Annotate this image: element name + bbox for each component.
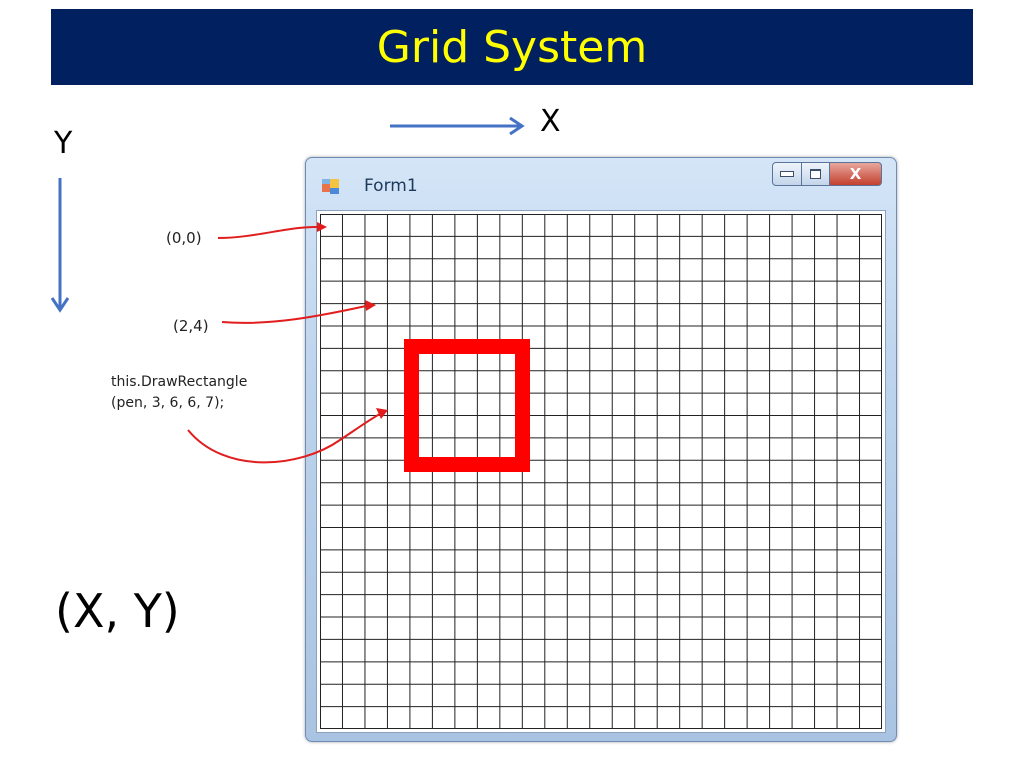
minimize-icon: [780, 171, 794, 177]
code-line-1: this.DrawRectangle: [111, 374, 248, 390]
form-client-area: [316, 210, 886, 733]
coordinate-notation-label: (X, Y): [55, 584, 180, 638]
y-axis-label: Y: [54, 126, 73, 161]
origin-callout-arrow: [217, 222, 327, 239]
point-callout-label: (2,4): [173, 317, 209, 335]
slide-title: Grid System: [51, 9, 973, 85]
close-button[interactable]: X: [830, 162, 882, 186]
close-icon: X: [849, 165, 862, 183]
minimize-button[interactable]: [772, 162, 802, 186]
window-controls: X: [772, 162, 882, 186]
form-window: Form1 X: [305, 157, 897, 742]
form-app-icon: [322, 179, 339, 194]
code-line-2: (pen, 3, 6, 6, 7);: [111, 395, 225, 411]
point-callout-arrow: [221, 300, 376, 324]
rectangle-callout-arrow: [187, 408, 388, 464]
x-axis-arrow: [390, 116, 525, 136]
form-title: Form1: [364, 176, 418, 196]
drawn-rectangle: [404, 339, 530, 472]
draw-rectangle-code-label: this.DrawRectangle (pen, 3, 6, 6, 7);: [111, 372, 247, 414]
maximize-icon: [810, 169, 821, 179]
x-axis-label: X: [540, 104, 561, 139]
maximize-button[interactable]: [802, 162, 830, 186]
origin-callout-label: (0,0): [166, 229, 202, 247]
y-axis-arrow: [50, 178, 70, 313]
